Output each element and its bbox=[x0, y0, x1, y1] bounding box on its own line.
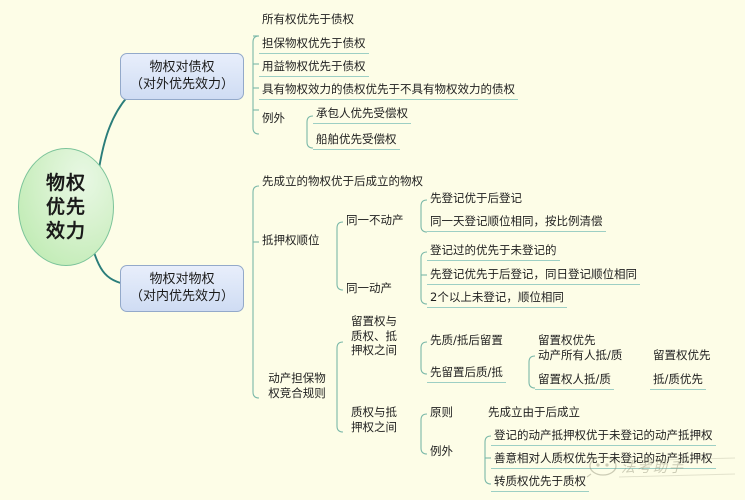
label-pledge-mortgage-then-lien[interactable]: 先质/抵后留置 bbox=[430, 333, 503, 347]
watermark: 法考助手 bbox=[585, 452, 736, 486]
leaf-security-right-over-claim[interactable]: 担保物权优先于债权 bbox=[259, 35, 369, 54]
label-same-movable[interactable]: 同一动产 bbox=[346, 281, 392, 295]
lien-vs-line1: 留置权与 bbox=[351, 314, 397, 328]
label-mortgage-priority-order[interactable]: 抵押权顺位 bbox=[262, 233, 320, 247]
label-pledge-vs-mortgage[interactable]: 质权与抵 押权之间 bbox=[343, 404, 405, 436]
leaf-bona-fide-pledge-prevails[interactable]: 善意相对人质权优先于未登记的动产抵押权 bbox=[491, 450, 716, 469]
branch1-title-line1: 物权对债权 bbox=[149, 60, 215, 75]
leaf-mortgage-pledge-prevails[interactable]: 抵/质优先 bbox=[650, 371, 706, 390]
watermark-ghost-icon bbox=[586, 456, 736, 478]
label-exception-b1[interactable]: 例外 bbox=[262, 111, 285, 125]
label-principle[interactable]: 原则 bbox=[430, 405, 453, 419]
leaf-earlier-registration-movable[interactable]: 先登记优先于后登记，同日登记顺位相同 bbox=[427, 266, 640, 285]
lien-vs-line2: 质权、抵 bbox=[351, 328, 397, 343]
leaf-same-day-registration-pro-rata[interactable]: 同一天登记顺位相同，按比例清偿 bbox=[427, 213, 606, 232]
pledge-vs-line1: 质权与抵 bbox=[351, 405, 397, 419]
branch-node-property-vs-claim[interactable]: 物权对债权 （对外优先效力） bbox=[120, 53, 244, 101]
label-movable-security-concurrence[interactable]: 动产担保物 权竞合规则 bbox=[259, 370, 335, 402]
leaf-claim-with-property-effect[interactable]: 具有物权效力的债权优先于不具有物权效力的债权 bbox=[259, 81, 518, 100]
leaf-lienholder-mortgage-pledge[interactable]: 留置权人抵/质 bbox=[535, 371, 614, 390]
leaf-earlier-property-right-prevails[interactable]: 先成立的物权优于后成立的物权 bbox=[262, 174, 423, 188]
branch2-title-line1: 物权对物权 bbox=[149, 272, 215, 287]
leaf-subpledge-prevails[interactable]: 转质权优先于质权 bbox=[491, 473, 589, 492]
movable-security-line1: 动产担保物 bbox=[268, 371, 326, 385]
leaf-two-or-more-unregistered[interactable]: 2个以上未登记，顺位相同 bbox=[427, 289, 567, 308]
leaf-principle-earlier-prevails[interactable]: 先成立由于后成立 bbox=[488, 405, 580, 419]
leaf-earlier-registration-realty[interactable]: 先登记优于后登记 bbox=[430, 191, 522, 205]
leaf-usufruct-over-claim[interactable]: 用益物权优先于债权 bbox=[259, 58, 369, 77]
label-same-realty[interactable]: 同一不动产 bbox=[346, 213, 404, 227]
root-line-1: 物权 bbox=[45, 171, 86, 194]
root-line-3: 效力 bbox=[45, 220, 86, 243]
leaf-owner-mortgage-pledge[interactable]: 动产所有人抵/质 bbox=[538, 348, 623, 362]
branch2-title-line2: （对内优先效力） bbox=[129, 289, 234, 305]
leaf-contractor-priority[interactable]: 承包人优先受偿权 bbox=[313, 105, 411, 124]
leaf-ship-priority[interactable]: 船舶优先受偿权 bbox=[313, 131, 400, 150]
root-node[interactable]: 物权 优先 效力 bbox=[18, 148, 114, 266]
label-lien-vs-pledge-mortgage[interactable]: 留置权与 质权、抵 押权之间 bbox=[343, 313, 405, 360]
leaf-lien-prevails-case2a[interactable]: 留置权优先 bbox=[653, 348, 711, 362]
leaf-registered-movable-mortgage-prevails[interactable]: 登记的动产抵押权优于未登记的动产抵押权 bbox=[491, 427, 716, 446]
branch-node-property-vs-property[interactable]: 物权对物权 （对内优先效力） bbox=[120, 265, 244, 313]
pledge-vs-line2: 押权之间 bbox=[351, 419, 397, 434]
leaf-registered-over-unregistered[interactable]: 登记过的优先于未登记的 bbox=[427, 242, 560, 261]
leaf-ownership-over-claim[interactable]: 所有权优先于债权 bbox=[262, 12, 354, 26]
watermark-text: 法考助手 bbox=[621, 460, 685, 476]
branch1-title-line2: （对外优先效力） bbox=[129, 77, 234, 93]
label-exception-pledge-mortgage[interactable]: 例外 bbox=[430, 444, 453, 458]
label-lien-then-pledge-mortgage[interactable]: 先留置后质/抵 bbox=[427, 364, 506, 383]
root-line-2: 优先 bbox=[45, 195, 86, 218]
lien-vs-line3: 押权之间 bbox=[351, 343, 397, 358]
leaf-lien-prevails-case1[interactable]: 留置权优先 bbox=[538, 333, 596, 347]
movable-security-line2: 权竞合规则 bbox=[268, 385, 326, 400]
